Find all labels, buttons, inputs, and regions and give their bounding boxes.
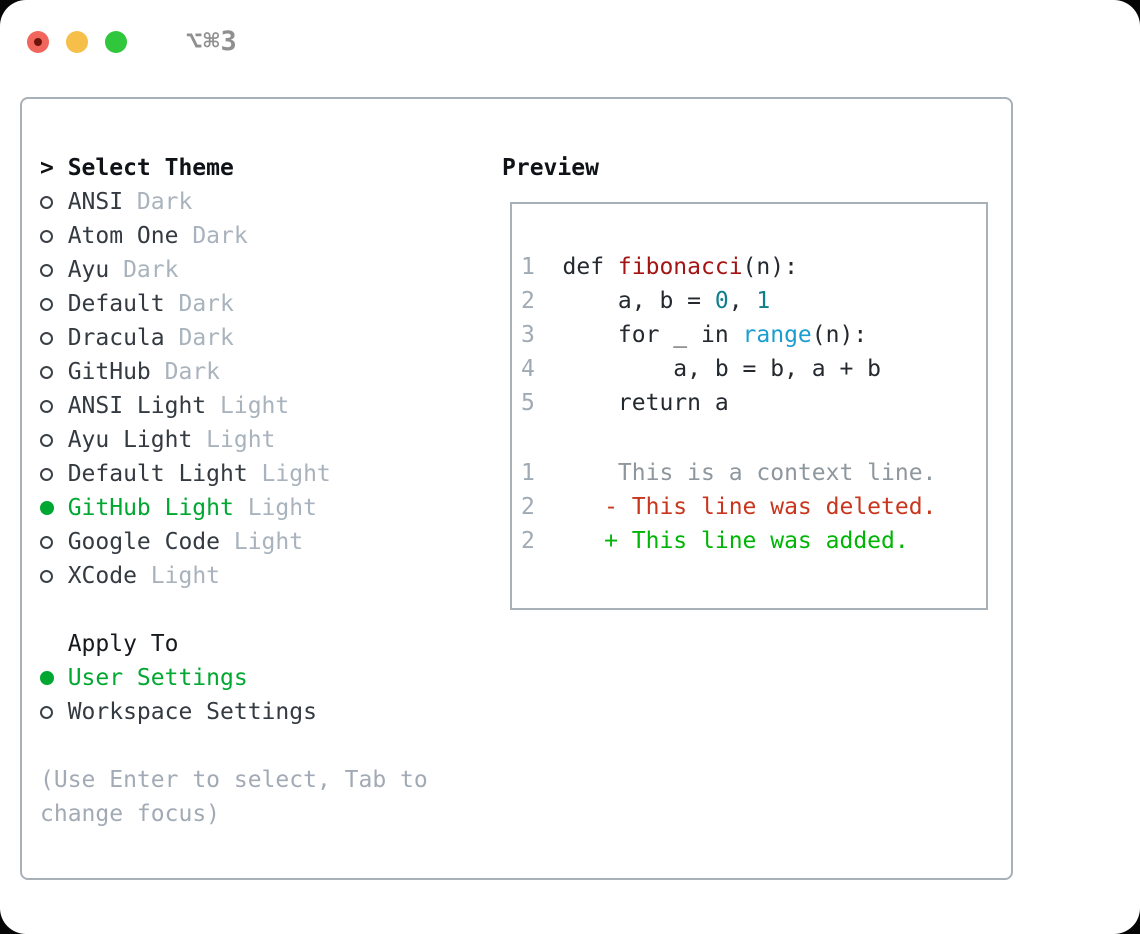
theme-picker-panel: > Select Theme ANSI Dark Atom One Dark A… <box>20 97 1013 880</box>
theme-variant-tag: Light <box>233 529 304 555</box>
apply-to-header: Apply To <box>40 627 444 661</box>
number-literal: 1 <box>756 288 771 314</box>
theme-option-ayu-dark[interactable]: Ayu Dark <box>40 253 444 287</box>
theme-option-ayu-light[interactable]: Ayu Light Light <box>40 423 444 457</box>
theme-list: > Select Theme ANSI Dark Atom One Dark A… <box>40 151 444 831</box>
radio-selected-icon <box>40 671 54 685</box>
maximize-button[interactable] <box>105 30 127 53</box>
theme-option-dracula-dark[interactable]: Dracula Dark <box>40 321 444 355</box>
theme-option-default-dark[interactable]: Default Dark <box>40 287 444 321</box>
theme-option-google-code-light[interactable]: Google Code Light <box>40 525 444 559</box>
theme-name: ANSI <box>67 189 124 215</box>
radio-icon <box>40 297 54 311</box>
number-literal: 0 <box>714 288 729 314</box>
line-number: 1 <box>521 254 535 280</box>
theme-name: XCode <box>67 563 137 589</box>
theme-variant-tag: Dark <box>123 257 179 283</box>
theme-name: Dracula <box>67 325 165 351</box>
theme-option-xcode-light[interactable]: XCode Light <box>40 559 444 593</box>
window-shortcut-label: ⌥⌘3 <box>186 26 238 57</box>
line-number: 2 <box>521 288 535 314</box>
theme-variant-tag: Dark <box>136 189 193 215</box>
theme-variant-tag: Dark <box>178 291 234 317</box>
radio-icon <box>40 433 54 447</box>
titlebar: ⌥⌘3 <box>27 26 238 57</box>
radio-icon <box>40 705 54 719</box>
theme-name: Google Code <box>67 529 221 555</box>
theme-variant-tag: Light <box>206 427 276 453</box>
spacer <box>40 729 444 763</box>
theme-variant-tag: Light <box>261 461 331 487</box>
line-number: 1 <box>521 460 535 486</box>
theme-name: ANSI Light <box>67 393 207 419</box>
theme-option-default-light[interactable]: Default Light Light <box>40 457 444 491</box>
line-number: 4 <box>521 356 535 382</box>
preview-title: Preview <box>502 155 599 181</box>
radio-icon <box>40 195 54 209</box>
apply-option-label: User Settings <box>67 665 248 691</box>
theme-option-ansi-light[interactable]: ANSI Light Light <box>40 389 444 423</box>
theme-name: GitHub <box>67 359 151 385</box>
radio-icon <box>40 331 54 345</box>
prompt-caret-icon: > <box>40 155 54 181</box>
spacer <box>40 593 444 627</box>
radio-icon <box>40 399 54 413</box>
theme-variant-tag: Dark <box>164 359 221 385</box>
builtin-name: range <box>742 322 812 348</box>
code-line-2: 2 a, b = 0, 1 <box>521 284 936 318</box>
theme-option-github-light[interactable]: GitHub Light Light <box>40 491 444 525</box>
help-text: (Use Enter to select, Tab to change focu… <box>40 767 428 827</box>
radio-selected-icon <box>40 501 54 515</box>
code-line-4: 4 a, b = b, a + b <box>521 352 936 386</box>
theme-variant-tag: Dark <box>178 325 234 351</box>
diff-context-line: 1 This is a context line. <box>521 456 936 490</box>
theme-name: Atom One <box>67 223 179 249</box>
radio-icon <box>40 229 54 243</box>
radio-icon <box>40 467 54 481</box>
theme-name: Default Light <box>67 461 248 487</box>
code-line-3: 3 for _ in range(n): <box>521 318 936 352</box>
line-number: 2 <box>521 494 535 520</box>
line-number: 2 <box>521 528 535 554</box>
apply-option-label: Workspace Settings <box>67 699 317 725</box>
close-button[interactable] <box>27 30 49 53</box>
code-line-5: 5 return a <box>521 386 936 420</box>
theme-name: Ayu <box>67 257 110 283</box>
line-number: 3 <box>521 322 535 348</box>
minimize-button[interactable] <box>66 30 88 53</box>
line-number: 5 <box>521 390 535 416</box>
theme-variant-tag: Dark <box>192 223 248 249</box>
apply-option-user-settings[interactable]: User Settings <box>40 661 444 695</box>
function-name: fibonacci <box>617 254 743 280</box>
radio-icon <box>40 535 54 549</box>
diff-deleted-line: 2 - This line was deleted. <box>521 490 936 524</box>
apply-to-title: Apply To <box>67 631 179 657</box>
radio-icon <box>40 569 54 583</box>
radio-icon <box>40 365 54 379</box>
theme-name: GitHub Light <box>67 495 234 521</box>
diff-preview: 1 This is a context line. 2 - This line … <box>521 456 936 558</box>
theme-option-atom-one-dark[interactable]: Atom One Dark <box>40 219 444 253</box>
theme-name: Ayu Light <box>67 427 193 453</box>
theme-variant-tag: Light <box>220 393 290 419</box>
theme-variant-tag: Light <box>247 495 317 521</box>
theme-option-ansi-dark[interactable]: ANSI Dark <box>40 185 444 219</box>
diff-added-line: 2 + This line was added. <box>521 524 936 558</box>
select-theme-header: > Select Theme <box>40 151 444 185</box>
theme-option-github-dark[interactable]: GitHub Dark <box>40 355 444 389</box>
select-theme-title: Select Theme <box>67 155 234 181</box>
radio-icon <box>40 263 54 277</box>
apply-option-workspace-settings[interactable]: Workspace Settings <box>40 695 444 729</box>
theme-name: Default <box>67 291 165 317</box>
theme-variant-tag: Light <box>150 563 221 589</box>
